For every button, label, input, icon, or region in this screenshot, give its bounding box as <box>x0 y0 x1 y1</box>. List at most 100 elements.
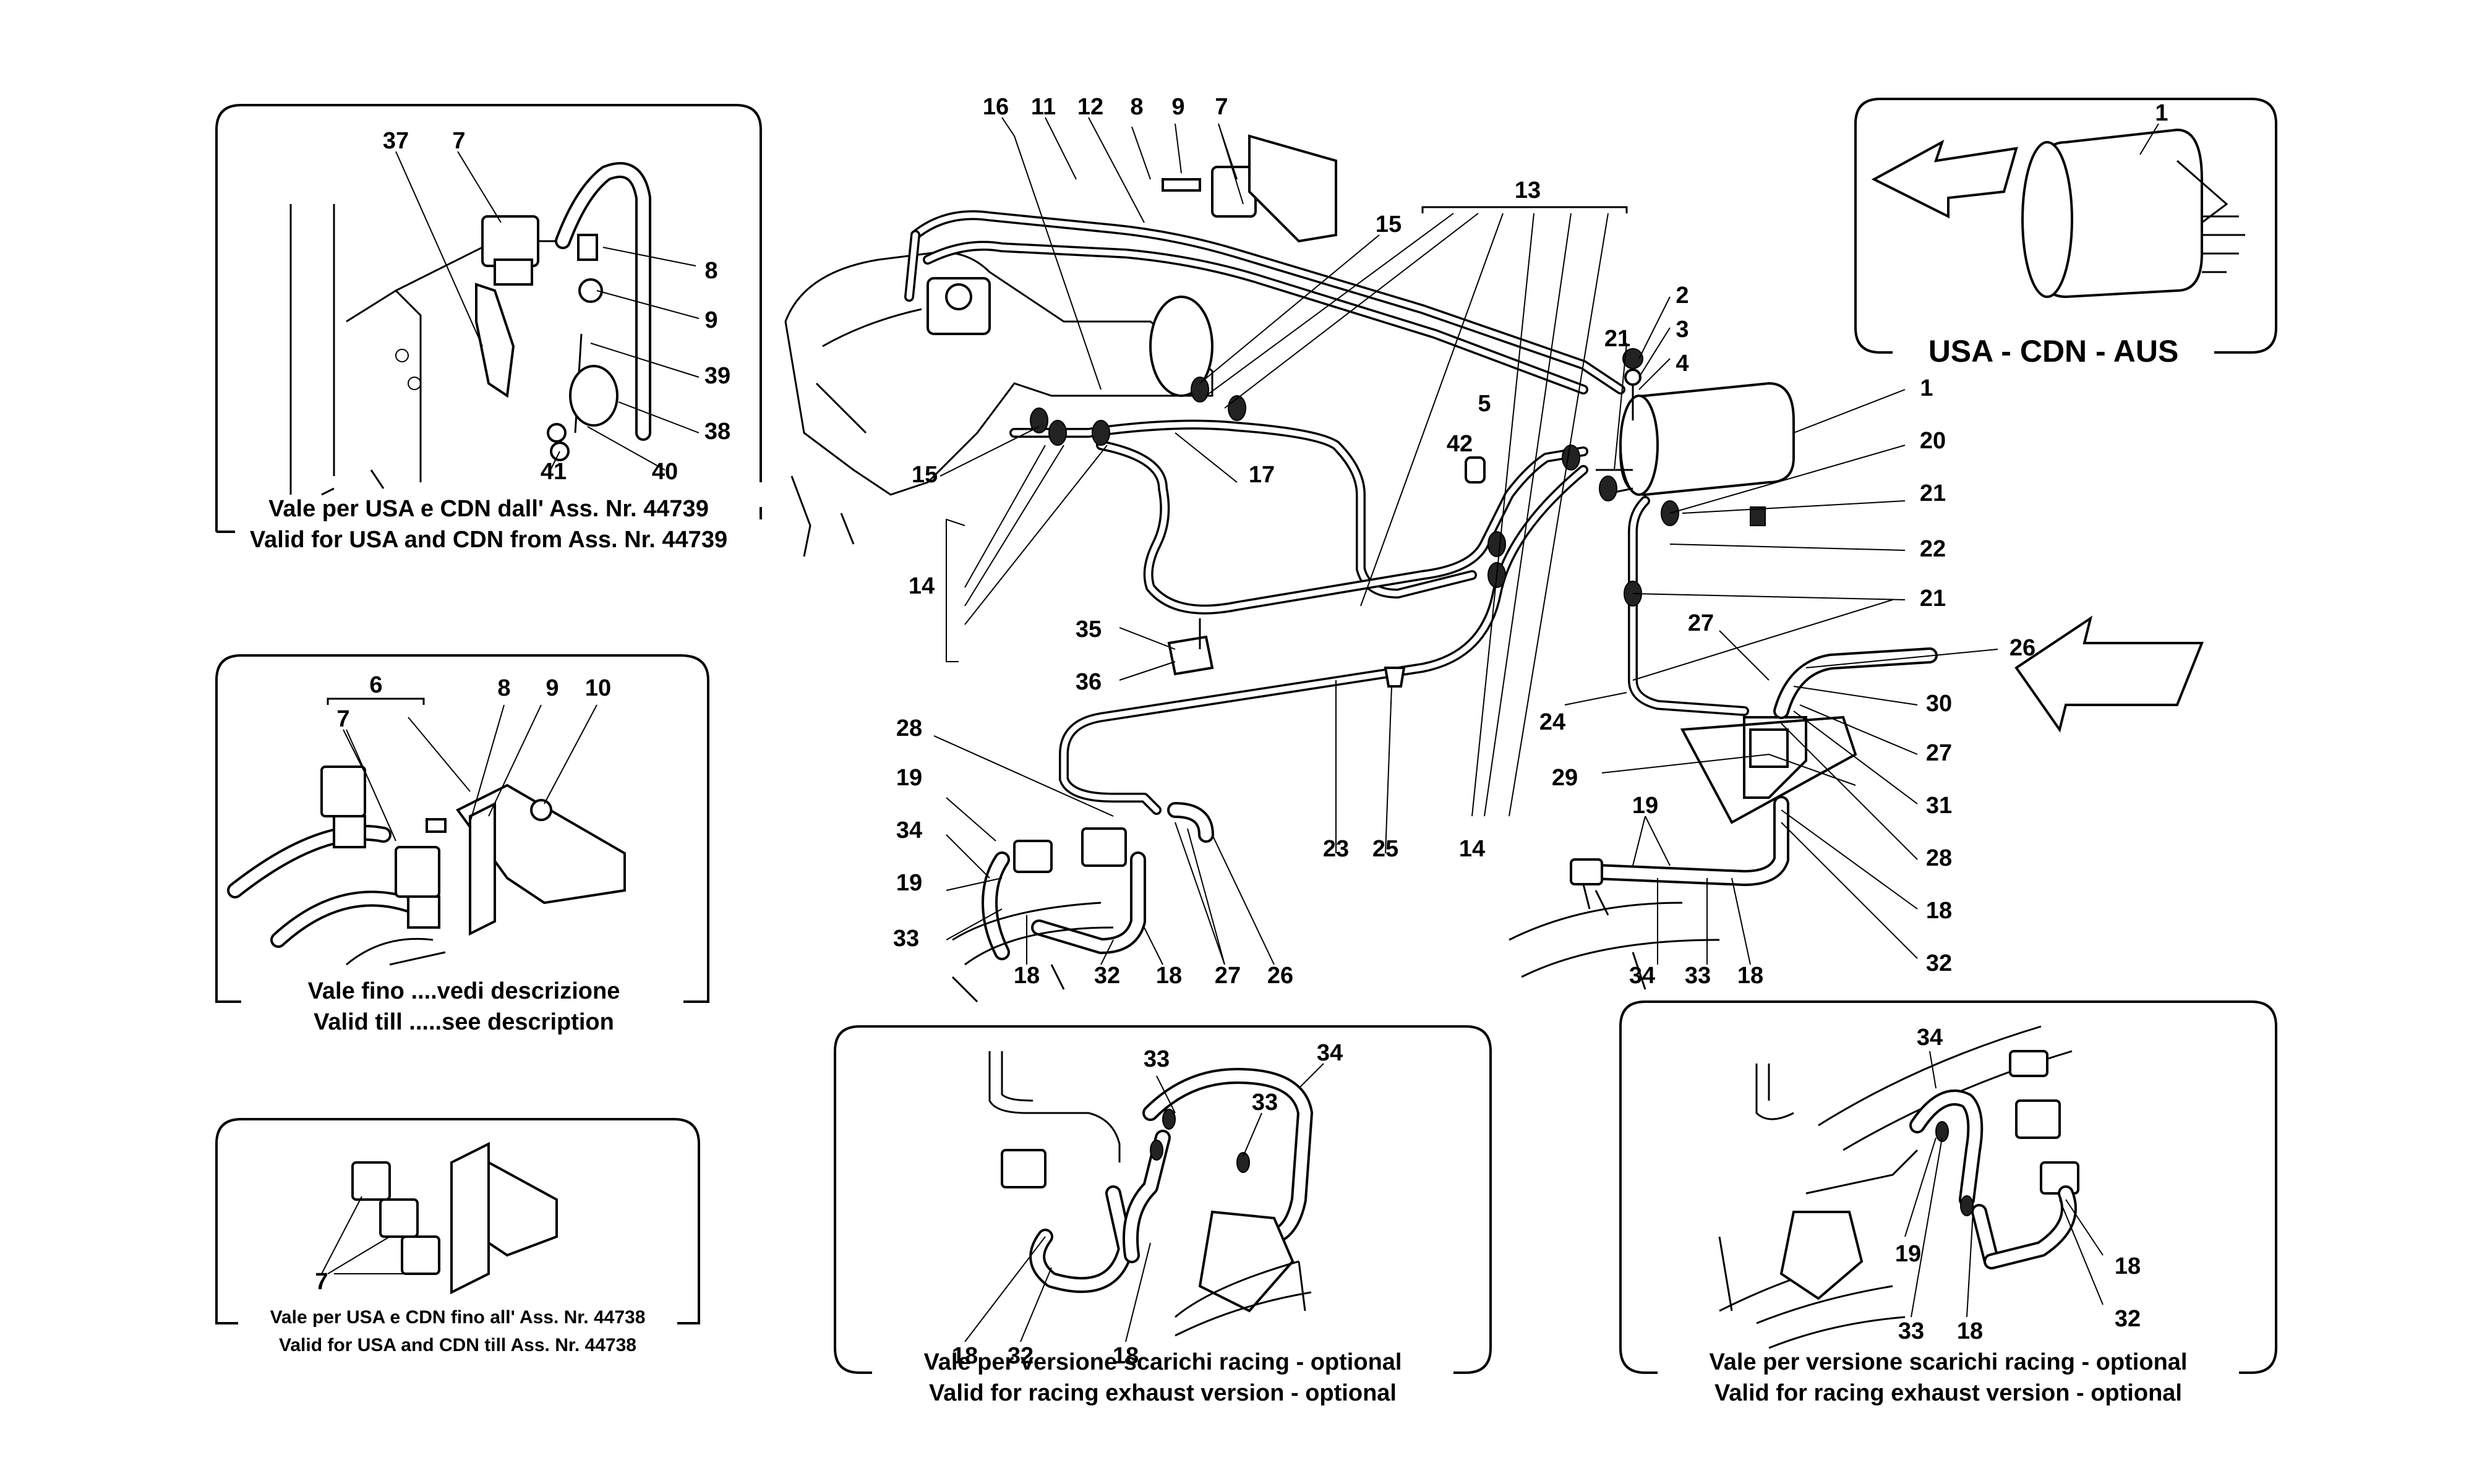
callout-8: 8 <box>1130 94 1143 120</box>
callout-34: 34 <box>896 817 922 843</box>
caption-racing-1-english: Valid for racing exhaust version - optio… <box>929 1380 1397 1406</box>
callout-34: 34 <box>1317 1040 1343 1066</box>
callout-39: 39 <box>704 363 730 389</box>
caption-racing-2-english: Valid for racing exhaust version - optio… <box>1714 1380 2182 1406</box>
callout-18: 18 <box>1113 1343 1139 1369</box>
callout-11: 11 <box>1031 94 1056 120</box>
callout-8: 8 <box>704 258 717 284</box>
callout-31: 31 <box>1926 793 1952 819</box>
callout-37: 37 <box>383 128 409 154</box>
callout-33: 33 <box>1252 1090 1278 1115</box>
callout-4: 4 <box>1676 351 1689 377</box>
callout-19: 19 <box>896 765 922 791</box>
inset-top-right: USA - CDN - AUS 1 <box>1854 98 2277 369</box>
callout-12: 12 <box>1077 94 1103 120</box>
callout-21: 21 <box>1920 586 1946 612</box>
callout-2: 2 <box>1676 283 1689 309</box>
callout-6: 6 <box>369 672 382 698</box>
callout-9: 9 <box>546 675 559 701</box>
callout-27: 27 <box>1688 610 1714 636</box>
callout-32: 32 <box>1008 1343 1034 1369</box>
callout-28: 28 <box>1926 845 1952 871</box>
inset-bottom-left: 7 Vale per USA e CDN fino all' Ass. Nr. … <box>215 1118 700 1355</box>
caption-bottom-left-english: Valid for USA and CDN till Ass. Nr. 4473… <box>279 1335 636 1355</box>
hose-clamps <box>1030 377 1679 607</box>
canister-icon <box>1596 382 1795 497</box>
callout-26: 26 <box>2010 635 2035 661</box>
callout-19: 19 <box>1895 1241 1921 1267</box>
callout-25: 25 <box>1372 836 1398 862</box>
caption-mid-left-italian: Vale fino ....vedi descrizione <box>308 978 620 1004</box>
callout-33: 33 <box>893 926 919 952</box>
callout-42: 42 <box>1447 431 1473 457</box>
solenoid-valve-pair-icon <box>320 765 440 929</box>
callout-18: 18 <box>2115 1253 2141 1279</box>
callout-33: 33 <box>1685 963 1711 989</box>
solenoid-valve-triple-icon <box>351 1161 440 1275</box>
callout-40: 40 <box>652 459 678 485</box>
callout-32: 32 <box>1926 950 1952 976</box>
callout-14: 14 <box>1459 836 1485 862</box>
callout-17: 17 <box>1249 462 1275 488</box>
region-label: USA - CDN - AUS <box>1928 334 2179 369</box>
callout-18: 18 <box>1014 963 1040 989</box>
callout-9: 9 <box>704 307 717 333</box>
callout-41: 41 <box>541 459 567 485</box>
callout-21: 21 <box>1604 326 1630 352</box>
callout-18: 18 <box>1926 898 1952 924</box>
callout-3: 3 <box>1676 317 1689 343</box>
callout-22: 22 <box>1920 536 1946 562</box>
solenoid-valve-icon <box>481 215 563 286</box>
callout-33: 33 <box>1898 1318 1924 1344</box>
callout-23: 23 <box>1323 836 1349 862</box>
callout-9: 9 <box>1171 94 1184 120</box>
callout-32: 32 <box>2115 1306 2141 1332</box>
callout-18: 18 <box>1957 1318 1983 1344</box>
callout-1: 1 <box>2155 100 2168 126</box>
main-assembly: 16 11 12 8 9 7 13 15 2 3 4 21 1 5 42 20 … <box>784 94 2204 1003</box>
callout-18: 18 <box>1737 963 1763 989</box>
callout-13: 13 <box>1515 177 1541 203</box>
callout-19: 19 <box>896 870 922 896</box>
callout-7: 7 <box>336 706 349 732</box>
caption-racing-1-italian: Vale per versione scarichi racing - opti… <box>924 1349 1402 1375</box>
callout-5: 5 <box>1478 391 1491 417</box>
callout-7: 7 <box>315 1269 328 1295</box>
callout-19: 19 <box>1632 793 1658 819</box>
callout-18: 18 <box>1156 963 1182 989</box>
inset-racing-2: 34 19 18 33 18 32 Vale per versione scar… <box>1619 1000 2277 1406</box>
callout-32: 32 <box>1094 963 1120 989</box>
callout-7: 7 <box>452 128 465 154</box>
callout-7: 7 <box>1215 94 1228 120</box>
callout-36: 36 <box>1076 669 1102 695</box>
callout-15: 15 <box>1376 211 1402 237</box>
callout-33: 33 <box>1144 1046 1170 1072</box>
callout-20: 20 <box>1920 428 1946 454</box>
callout-38: 38 <box>704 419 730 445</box>
caption-racing-2-italian: Vale per versione scarichi racing - opti… <box>1710 1349 2188 1375</box>
callout-18: 18 <box>952 1343 978 1369</box>
canister-icon <box>2021 128 2245 299</box>
callout-14: 14 <box>909 573 935 599</box>
inset-racing-1: 33 34 33 18 32 18 Vale per versione scar… <box>834 1025 1492 1406</box>
callout-1: 1 <box>1920 375 1933 401</box>
callout-27: 27 <box>1926 740 1952 766</box>
callout-28: 28 <box>896 715 922 741</box>
callout-30: 30 <box>1926 691 1952 717</box>
callout-34: 34 <box>1917 1025 1943 1051</box>
caption-top-left-english: Valid for USA and CDN from Ass. Nr. 4473… <box>250 527 727 553</box>
caption-mid-left-english: Valid till .....see description <box>314 1009 614 1035</box>
callout-15: 15 <box>912 462 938 488</box>
callout-35: 35 <box>1076 616 1102 642</box>
callout-16: 16 <box>983 94 1009 120</box>
callout-21: 21 <box>1920 480 1946 506</box>
callout-10: 10 <box>585 675 611 701</box>
inset-top-left: 37 7 8 9 39 38 41 40 Vale per USA e CDN … <box>215 104 762 553</box>
callout-8: 8 <box>497 675 510 701</box>
caption-bottom-left-italian: Vale per USA e CDN fino all' Ass. Nr. 44… <box>270 1307 646 1328</box>
callout-29: 29 <box>1552 765 1578 791</box>
callout-27: 27 <box>1215 963 1241 989</box>
callout-26: 26 <box>1267 963 1293 989</box>
caption-top-left-italian: Vale per USA e CDN dall' Ass. Nr. 44739 <box>268 496 709 522</box>
